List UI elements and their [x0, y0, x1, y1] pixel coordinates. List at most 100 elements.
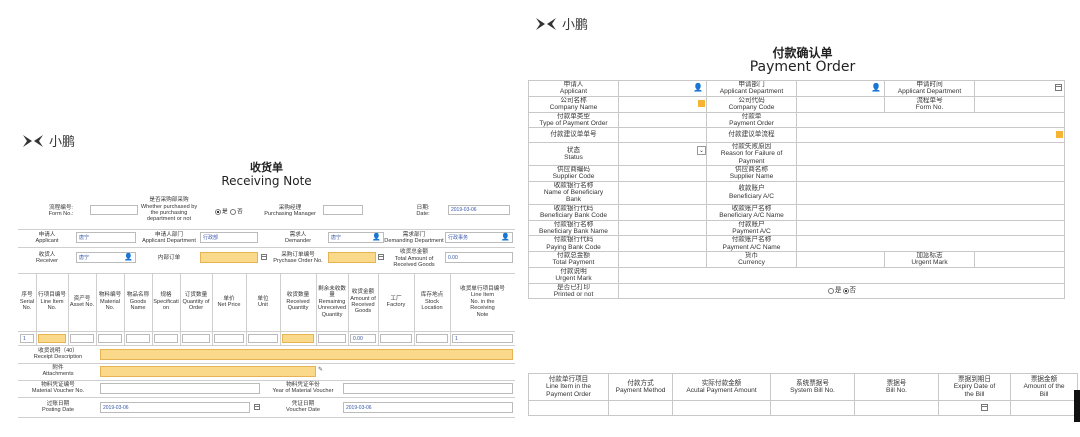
applicant-label: 申请人 Applicant	[528, 80, 619, 97]
printed-no-label: 否	[849, 287, 857, 295]
purchased-by-dept-radio-group[interactable]: 是 否	[214, 207, 243, 215]
posting-date-field[interactable]: 2019-03-06	[100, 402, 250, 413]
row-divider	[18, 331, 515, 332]
total-payment-field[interactable]	[618, 251, 707, 268]
total-amount-field[interactable]: 0.00	[445, 252, 513, 263]
row-divider	[18, 345, 515, 346]
printed-no-radio[interactable]	[842, 287, 849, 294]
person-picker-icon[interactable]: 👤	[124, 254, 133, 261]
company-name-field[interactable]	[618, 95, 707, 113]
suggestion-flow-field[interactable]	[796, 127, 1065, 143]
pay-bank-name-field[interactable]	[618, 219, 707, 237]
line-item-cell[interactable]	[528, 400, 609, 416]
purchase-order-no-field[interactable]	[328, 252, 376, 263]
beneficiary-ac-name-field[interactable]	[796, 203, 1065, 221]
internal-order-field[interactable]	[200, 252, 258, 263]
company-code-field[interactable]	[796, 95, 885, 113]
paying-bank-code-field[interactable]	[618, 235, 707, 253]
purchased-yes-radio[interactable]	[215, 208, 221, 215]
posting-date-label: 过账日期 Posting Date	[41, 400, 75, 413]
applicant-department-field[interactable]: 行政部	[200, 232, 258, 243]
date-field[interactable]: 2019-03-06	[448, 205, 510, 215]
bill-amount-cell[interactable]	[1010, 400, 1078, 416]
supplier-name-field[interactable]	[796, 164, 1065, 182]
supplier-code-field[interactable]	[618, 164, 707, 182]
payment-method-cell[interactable]	[608, 400, 673, 416]
calendar-icon[interactable]	[981, 404, 988, 411]
bill-no-cell[interactable]	[854, 400, 939, 416]
applicant-field[interactable]: 👤	[618, 80, 707, 97]
type-of-payment-order-field[interactable]	[618, 111, 707, 129]
form-no-field[interactable]	[90, 205, 138, 215]
amount-cell[interactable]: 0.00	[350, 334, 376, 343]
column-divider	[212, 273, 213, 345]
lookup-icon[interactable]	[378, 254, 384, 260]
payment-order-field[interactable]	[796, 111, 1065, 129]
stock-location-cell[interactable]	[416, 334, 448, 343]
receipt-description-label: 收货说明（40） Receipt Description	[33, 347, 83, 360]
currency-field[interactable]	[796, 251, 885, 268]
payment-description-field[interactable]	[618, 266, 1065, 284]
specification-cell[interactable]	[154, 334, 178, 343]
xiaopeng-logo-right: 小鹏	[536, 14, 588, 33]
receiver-field[interactable]: 唐宁👤	[76, 252, 136, 263]
beneficiary-ac-field[interactable]	[796, 180, 1065, 205]
applicant-time-field[interactable]	[974, 80, 1065, 97]
remaining-qty-cell[interactable]	[318, 334, 346, 343]
demanding-department-field[interactable]: 行政事务👤	[445, 232, 513, 243]
material-voucher-no-field[interactable]	[100, 383, 260, 394]
failure-reason-field[interactable]	[796, 141, 1065, 166]
column-divider	[96, 273, 97, 345]
asset-no-cell[interactable]	[70, 334, 94, 343]
serial-cell[interactable]: 1	[20, 334, 34, 343]
lookup-icon[interactable]	[698, 99, 705, 107]
attachments-field[interactable]	[100, 366, 316, 377]
applicant-field[interactable]: 唐宁	[76, 232, 136, 243]
printed-radio-group[interactable]: 是否	[618, 282, 1065, 300]
line-item-no-cell[interactable]	[38, 334, 66, 343]
status-select[interactable]: ⌄	[618, 141, 707, 166]
expiry-date-cell[interactable]	[938, 400, 1011, 416]
calendar-icon[interactable]	[1055, 84, 1062, 91]
net-price-cell[interactable]	[214, 334, 244, 343]
demander-field[interactable]: 唐宁👤	[328, 232, 384, 243]
suggestion-no-field[interactable]	[618, 127, 707, 143]
person-picker-icon[interactable]: 👤	[501, 234, 510, 241]
beneficiary-bank-code-field[interactable]	[618, 203, 707, 221]
purchased-no-radio[interactable]	[230, 208, 237, 215]
attachment-icon[interactable]: ✎	[318, 367, 324, 373]
voucher-year-field[interactable]	[343, 383, 513, 394]
applicant-department-field[interactable]: 👤	[796, 80, 885, 97]
printed-yes-radio[interactable]	[827, 287, 834, 294]
urgent-mark-field[interactable]	[974, 251, 1065, 268]
cell-value: 1	[23, 336, 26, 342]
lookup-icon[interactable]	[261, 254, 267, 260]
payment-ac-name-field[interactable]	[796, 235, 1065, 253]
person-picker-icon[interactable]: 👤	[372, 234, 381, 241]
person-picker-icon[interactable]: 👤	[693, 83, 703, 92]
payment-ac-field[interactable]	[796, 219, 1065, 237]
factory-cell[interactable]	[380, 334, 412, 343]
person-picker-icon[interactable]: 👤	[871, 83, 881, 92]
lookup-icon[interactable]	[1056, 131, 1063, 139]
purchasing-manager-label: 采购经理 Purchasing Manager	[264, 204, 316, 217]
unit-cell[interactable]	[248, 334, 278, 343]
material-no-cell[interactable]	[98, 334, 122, 343]
received-qty-cell[interactable]	[282, 334, 314, 343]
column-header: 单价 Net Price	[217, 295, 241, 308]
receiving-line-no-cell[interactable]: 1	[452, 334, 513, 343]
logo-text: 小鹏	[562, 18, 589, 33]
order-qty-cell[interactable]	[182, 334, 210, 343]
beneficiary-bank-field[interactable]	[618, 180, 707, 205]
actual-amount-cell[interactable]	[672, 400, 771, 416]
form-no-field[interactable]	[974, 95, 1065, 113]
calendar-icon[interactable]	[254, 404, 260, 410]
goods-name-cell[interactable]	[126, 334, 150, 343]
chevron-down-icon[interactable]: ⌄	[697, 145, 706, 155]
purchasing-manager-field[interactable]	[323, 205, 363, 215]
applicant-department-label: 申请部门 Applicant Department	[706, 80, 797, 97]
voucher-date-field[interactable]: 2019-03-06	[343, 402, 513, 413]
column-header: 单位 Unit	[257, 295, 269, 308]
receipt-description-field[interactable]	[100, 349, 513, 360]
system-bill-no-cell[interactable]	[770, 400, 855, 416]
